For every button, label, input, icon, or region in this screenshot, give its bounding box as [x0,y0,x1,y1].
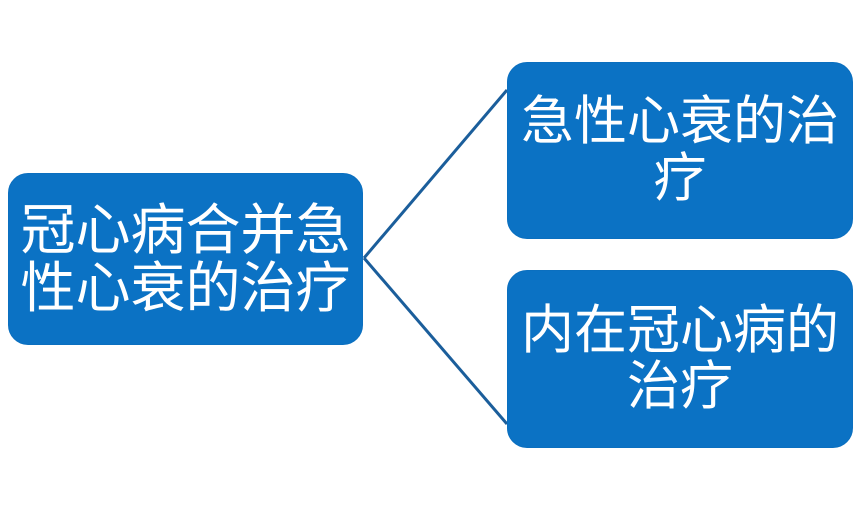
node-child-2-label: 内在冠心病的治疗 [521,299,839,417]
node-child-coronary-heart-disease-treatment[interactable]: 内在冠心病的治疗 [507,270,853,448]
node-child-acute-heart-failure-treatment[interactable]: 急性心衰的治疗 [507,62,853,239]
connector-root-to-child-1 [362,89,509,259]
node-root-label: 冠心病合并急性心衰的治疗 [20,197,351,320]
node-root[interactable]: 冠心病合并急性心衰的治疗 [8,173,363,345]
node-child-1-label: 急性心衰的治疗 [521,91,839,209]
connector-root-to-child-2 [362,257,509,425]
